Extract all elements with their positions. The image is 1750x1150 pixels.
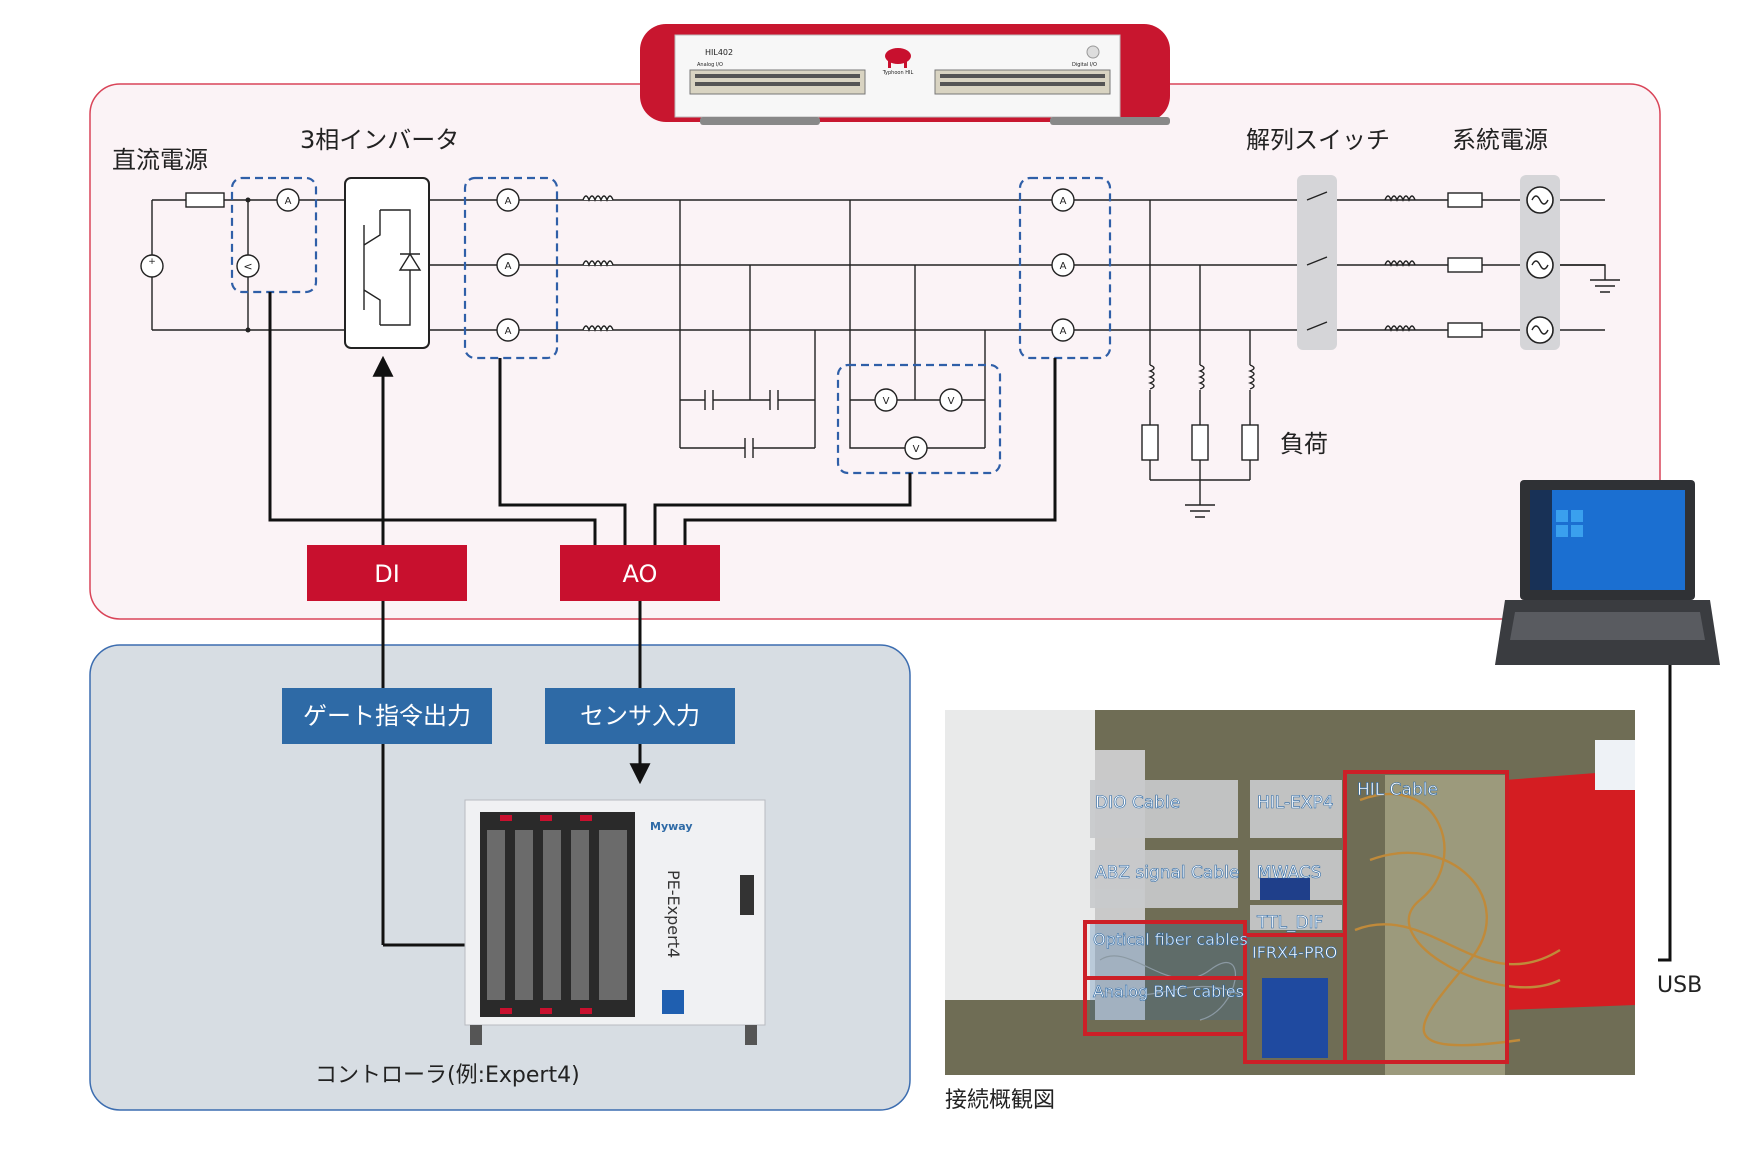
photo-label-optical-fiber: Optical fiber cables: [1093, 930, 1248, 949]
ao-label: AO: [623, 560, 658, 588]
svg-text:A: A: [505, 196, 512, 207]
svg-text:A: A: [505, 261, 512, 272]
filter-capacitors: [679, 200, 816, 458]
disconnect-switch: [1297, 175, 1337, 350]
hil-port-left-label: Analog I/O: [697, 62, 723, 68]
hil-brand: Typhoon HIL: [882, 70, 914, 76]
grid-current-meters: A A A: [1018, 176, 1112, 360]
pe-expert4-controller: Myway PE-Expert4: [464, 799, 766, 1045]
dc-source-label: 直流電源: [112, 146, 208, 174]
usb-label: USB: [1657, 973, 1702, 998]
inverter-label: 3相インバータ: [300, 126, 459, 154]
connection-overview-caption: 接続概観図: [945, 1088, 1055, 1113]
photo-label-hil-cable: HIL Cable: [1357, 780, 1438, 800]
photo-label-dio-cable: DIO Cable: [1095, 793, 1180, 813]
gate-output-label: ゲート指令出力: [303, 702, 471, 730]
load-label: 負荷: [1280, 430, 1328, 458]
signal-wires: [268, 292, 1672, 962]
gate-output-block: [282, 688, 492, 744]
svg-text:V: V: [883, 396, 890, 407]
controller-model: PE-Expert4: [664, 870, 683, 958]
controller-caption: コントローラ(例:Expert4): [315, 1063, 580, 1088]
photo-label-ifrx4-pro: IFRX4-PRO: [1252, 943, 1337, 962]
di-block: [307, 545, 467, 601]
photo-label-hil-exp4: HIL-EXP4: [1257, 793, 1334, 813]
laptop-icon: [1495, 480, 1720, 665]
switch-contacts: [1306, 191, 1328, 331]
hil-model-name: HIL402: [705, 48, 733, 57]
inverter-block: [344, 177, 430, 349]
controller-brand: Myway: [650, 820, 693, 833]
svg-text:A: A: [505, 326, 512, 337]
hil-cable-highlight: [1343, 770, 1509, 1064]
svg-text:A: A: [1060, 326, 1067, 337]
svg-text:A: A: [285, 196, 292, 207]
svg-text:V: V: [913, 444, 920, 455]
dc-circuit: + < A: [140, 176, 345, 333]
ao-block: [560, 545, 720, 601]
photo-label-mwacs: MWACS: [1257, 863, 1322, 883]
sensor-input-block: [545, 688, 735, 744]
grid-source-label: 系統電源: [1452, 126, 1548, 154]
photo-label-ttl-dif: TTL_DIF: [1256, 913, 1323, 933]
grid-resistors: [1447, 192, 1483, 338]
disconnect-switch-label: 解列スイッチ: [1246, 126, 1390, 154]
ac-bus: A A A V V V A A A: [429, 175, 1620, 518]
typhoon-logo-icon: [885, 48, 911, 68]
load-circuit: [1141, 200, 1259, 518]
dc-voltmeter-icon: <: [236, 254, 260, 278]
photo-label-abz-signal-cable: ABZ signal Cable: [1095, 863, 1239, 883]
hil402-device: HIL402 Analog I/O Digital I/O Typhoon HI…: [640, 24, 1170, 125]
dc-source-icon: +: [140, 254, 164, 278]
svg-text:A: A: [1060, 261, 1067, 272]
svg-text:<: <: [243, 260, 252, 273]
sensor-input-label: センサ入力: [580, 702, 700, 730]
filter-inductors: [582, 195, 614, 332]
svg-text:V: V: [948, 396, 955, 407]
hil-model-panel: [89, 83, 1661, 620]
inverter-current-meters: A A A: [496, 188, 520, 342]
grid-inductors: [1384, 195, 1416, 332]
svg-text:+: +: [148, 257, 156, 267]
ac-source-icons: [1526, 186, 1554, 344]
hil-port-right-label: Digital I/O: [1072, 62, 1097, 68]
dc-ammeter-icon: A: [276, 188, 300, 212]
di-label: DI: [374, 560, 400, 588]
svg-text:A: A: [1060, 196, 1067, 207]
connection-photo: DIO Cable HIL-EXP4 HIL Cable ABZ signal …: [945, 710, 1635, 1075]
voltage-meters: V V V: [836, 200, 1002, 475]
photo-label-analog-bnc: Analog BNC cables: [1093, 982, 1244, 1001]
